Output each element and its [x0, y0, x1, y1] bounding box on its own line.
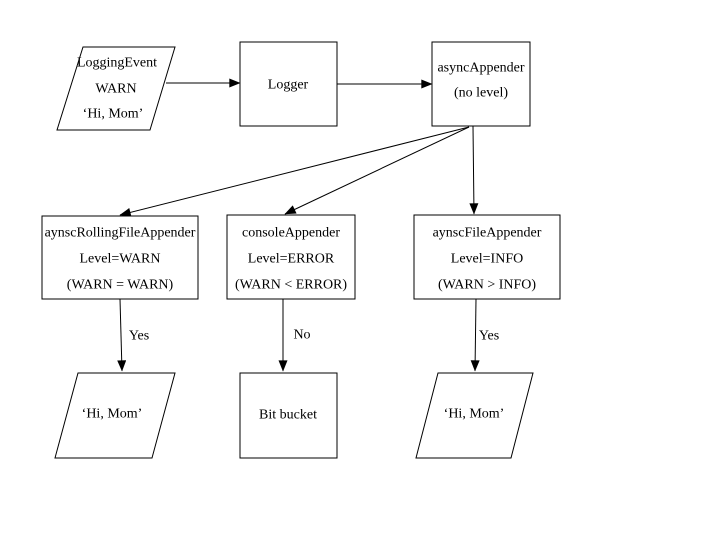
console-appender-line-1: consoleAppender: [242, 226, 340, 241]
node-bit-bucket: Bit bucket: [239, 372, 338, 459]
edges: [117, 78, 480, 372]
bit-bucket-label: Bit bucket: [259, 408, 317, 423]
console-appender-box: [226, 214, 356, 300]
node-output-warn: ‘Hi, Mom’: [54, 372, 176, 459]
node-console-appender: consoleAppender Level=ERROR (WARN < ERRO…: [226, 214, 356, 300]
edge-fileappender-to-output: [470, 298, 480, 372]
output-info-label: ‘Hi, Mom’: [444, 407, 505, 422]
console-appender-line-2: Level=ERROR: [248, 252, 335, 267]
console-appender-line-3: (WARN < ERROR): [235, 278, 347, 293]
async-appender-line-1: asyncAppender: [437, 61, 524, 76]
file-appender-line-3: (WARN > INFO): [438, 278, 536, 293]
edge-asyncappender-to-rollingfileappender: [119, 126, 470, 217]
async-appender-line-2: (no level): [454, 86, 508, 101]
logging-event-line-2: WARN: [95, 82, 136, 97]
node-logging-event: LoggingEvent WARN ‘Hi, Mom’: [56, 46, 176, 131]
output-warn-parallelogram: [54, 372, 176, 459]
file-appender-line-1: aynscFileAppender: [433, 226, 542, 241]
bit-bucket-box: [239, 372, 338, 459]
rolling-file-appender-line-2: Level=WARN: [80, 252, 161, 267]
node-async-appender: asyncAppender (no level): [431, 41, 531, 127]
rolling-file-appender-line-3: (WARN = WARN): [67, 278, 174, 293]
edge-rollingfileappender-to-output: [117, 298, 127, 372]
edge-label-yes-warn: Yes: [129, 329, 149, 344]
edge-asyncappender-to-fileappender: [469, 125, 479, 215]
logger-label: Logger: [268, 78, 309, 93]
file-appender-line-2: Level=INFO: [451, 252, 523, 267]
file-appender-box: [413, 214, 561, 300]
logger-box: [239, 41, 338, 127]
logging-event-line-1: LoggingEvent: [77, 56, 157, 71]
logging-event-parallelogram: [56, 46, 176, 131]
edge-label-yes-info: Yes: [479, 329, 499, 344]
rolling-file-appender-line-1: aynscRollingFileAppender: [45, 226, 196, 241]
output-warn-label: ‘Hi, Mom’: [82, 407, 143, 422]
edge-label-no: No: [293, 328, 310, 343]
edge-asyncappender-to-consoleappender: [284, 126, 470, 215]
node-logger: Logger: [239, 41, 338, 127]
logging-event-line-3: ‘Hi, Mom’: [83, 107, 144, 122]
node-output-info: ‘Hi, Mom’: [415, 372, 534, 459]
node-file-appender: aynscFileAppender Level=INFO (WARN > INF…: [413, 214, 561, 300]
edge-labels: Yes No Yes: [129, 328, 499, 344]
node-rolling-file-appender: aynscRollingFileAppender Level=WARN (WAR…: [41, 215, 199, 300]
output-info-parallelogram: [415, 372, 534, 459]
async-appender-box: [431, 41, 531, 127]
rolling-file-appender-box: [41, 215, 199, 300]
